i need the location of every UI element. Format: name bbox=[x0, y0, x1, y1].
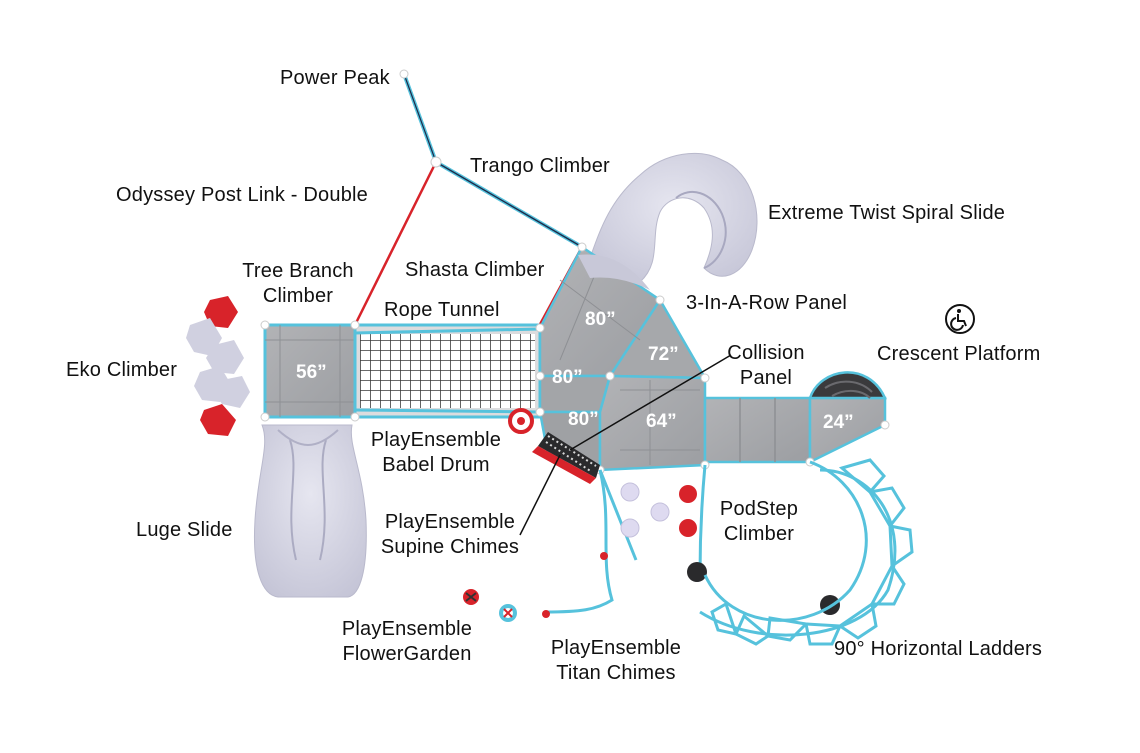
label-collision-panel: Collision Panel bbox=[714, 341, 818, 391]
tower-decks: 80” 72” 80” 80” 64” bbox=[538, 245, 708, 472]
label-supine-chimes-line2: Supine Chimes bbox=[380, 536, 520, 558]
label-podstep-climber-line1: PodStep bbox=[719, 498, 799, 520]
deck-80-low-label: 80” bbox=[568, 409, 599, 430]
label-tree-branch-climber-line1: Tree Branch bbox=[242, 260, 354, 282]
label-titan-chimes-line2: Titan Chimes bbox=[556, 662, 676, 684]
label-playensemble-supine-chimes: PlayEnsemble Supine Chimes bbox=[370, 510, 530, 560]
label-playensemble-titan-chimes: PlayEnsemble Titan Chimes bbox=[536, 636, 696, 686]
label-power-peak: Power Peak bbox=[280, 67, 390, 89]
label-odyssey-post-link: Odyssey Post Link - Double bbox=[116, 184, 368, 206]
crescent-platform: 24” bbox=[808, 371, 887, 465]
label-tree-branch-climber-line2: Climber bbox=[262, 285, 334, 307]
playensemble-flowergarden bbox=[463, 589, 517, 622]
podstep-climber bbox=[679, 464, 840, 615]
label-extreme-twist-spiral-slide: Extreme Twist Spiral Slide bbox=[768, 202, 1006, 224]
horizontal-ladders bbox=[699, 458, 914, 646]
label-podstep-climber: PodStep Climber bbox=[704, 497, 814, 547]
label-supine-chimes-line1: PlayEnsemble bbox=[384, 511, 516, 533]
deck-72-label: 72” bbox=[648, 344, 679, 365]
deck-64-label: 64” bbox=[646, 411, 677, 432]
label-horizontal-ladders: 90° Horizontal Ladders bbox=[834, 638, 1043, 660]
bridge-walkway bbox=[703, 396, 812, 464]
extreme-twist-spiral-slide bbox=[589, 152, 758, 286]
label-tree-branch-climber: Tree Branch Climber bbox=[236, 259, 360, 309]
wheelchair-accessible-icon bbox=[945, 304, 975, 334]
label-babel-drum-line1: PlayEnsemble bbox=[370, 429, 502, 451]
label-rope-tunnel: Rope Tunnel bbox=[384, 299, 500, 321]
deck-24-label: 24” bbox=[823, 412, 854, 433]
odyssey-post-link bbox=[353, 161, 438, 326]
power-peak bbox=[402, 73, 438, 163]
label-podstep-climber-line2: Climber bbox=[723, 523, 795, 545]
deck-80-mid-label: 80” bbox=[552, 367, 583, 388]
label-titan-chimes-line1: PlayEnsemble bbox=[550, 637, 682, 659]
label-playensemble-babel-drum: PlayEnsemble Babel Drum bbox=[362, 428, 510, 478]
label-three-in-a-row-panel: 3-In-A-Row Panel bbox=[686, 292, 848, 314]
label-playensemble-flowergarden: PlayEnsemble FlowerGarden bbox=[326, 617, 488, 667]
label-collision-panel-line1: Collision bbox=[727, 342, 805, 364]
eko-climber bbox=[186, 296, 250, 436]
playensemble-supine-chimes bbox=[532, 432, 600, 484]
playensemble-babel-drum bbox=[508, 408, 534, 434]
label-flowergarden-line2: FlowerGarden bbox=[342, 643, 472, 665]
playensemble-titan-chimes bbox=[542, 469, 670, 618]
label-trango-climber: Trango Climber bbox=[470, 155, 610, 177]
deck-56-label: 56” bbox=[296, 362, 327, 383]
label-eko-climber: Eko Climber bbox=[66, 359, 178, 381]
rope-tunnel bbox=[353, 323, 542, 419]
label-collision-panel-line2: Panel bbox=[739, 367, 793, 389]
label-shasta-climber: Shasta Climber bbox=[405, 259, 545, 281]
label-crescent-platform: Crescent Platform bbox=[877, 343, 1041, 365]
trango-climber bbox=[434, 160, 584, 249]
deck-80-top-label: 80” bbox=[585, 309, 616, 330]
label-babel-drum-line2: Babel Drum bbox=[382, 454, 490, 476]
deck-56: 56” bbox=[263, 323, 357, 419]
label-flowergarden-line1: PlayEnsemble bbox=[341, 618, 473, 640]
luge-slide bbox=[253, 424, 367, 598]
label-luge-slide: Luge Slide bbox=[136, 519, 233, 541]
